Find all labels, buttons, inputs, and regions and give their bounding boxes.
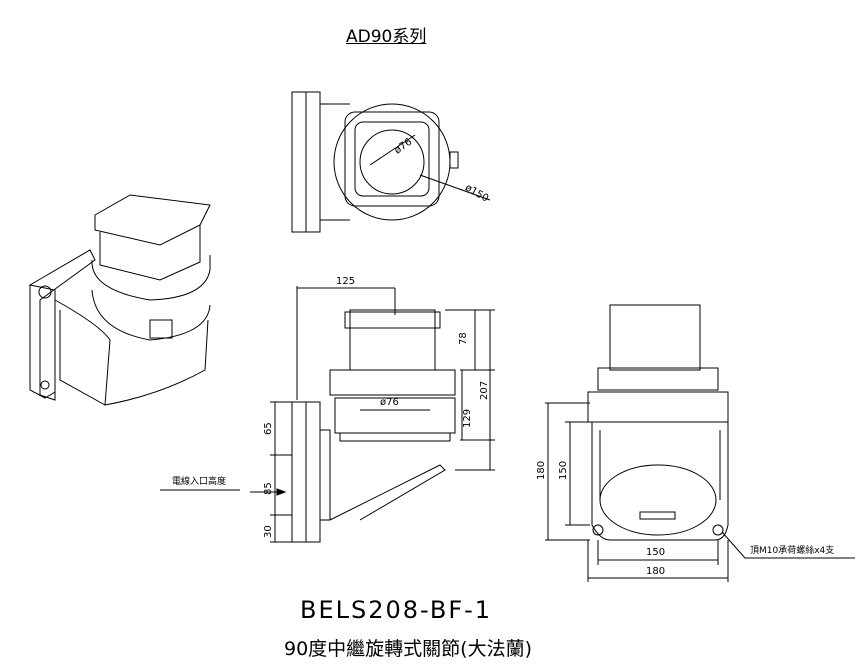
- side-dim-width: 125: [336, 276, 356, 287]
- drawing-title: AD90系列: [346, 27, 427, 47]
- front-view: [545, 304, 855, 582]
- cable-entry-label: 電線入口高度: [172, 477, 227, 487]
- side-dim-h30: 30: [263, 525, 274, 538]
- side-dim-bore: ø76: [380, 397, 399, 408]
- side-dim-h207: 207: [479, 380, 490, 400]
- model-number: BELS208-BF-1: [300, 596, 493, 624]
- side-dim-h65: 65: [263, 422, 274, 435]
- front-dim-w150: 150: [646, 547, 666, 558]
- front-dim-h150: 150: [558, 460, 569, 480]
- side-view: [160, 286, 495, 543]
- product-description: 90度中繼旋轉式關節(大法蘭): [284, 638, 533, 660]
- bolt-note: 頂M10承荷螺絲x4支: [750, 546, 835, 556]
- side-dim-h129: 129: [462, 408, 473, 428]
- top-view: [291, 91, 491, 233]
- side-dim-h85: 85: [263, 482, 274, 495]
- front-dim-w180: 180: [646, 566, 666, 577]
- isometric-view: [28, 194, 211, 406]
- side-dim-h78: 78: [458, 332, 469, 345]
- front-dim-h180: 180: [536, 460, 547, 480]
